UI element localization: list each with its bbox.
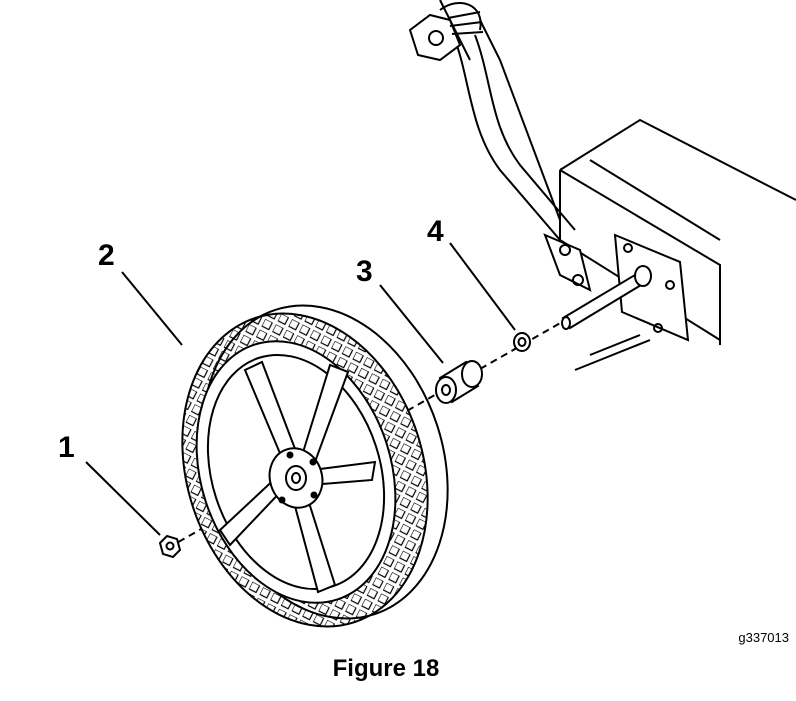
leader-line-3 — [379, 284, 444, 364]
callout-2: 2 — [98, 239, 115, 272]
mower-frame — [408, 0, 796, 371]
image-code: g337013 — [738, 630, 789, 645]
leader-line-4 — [449, 242, 516, 331]
leader-lines — [85, 242, 516, 536]
leader-line-2 — [121, 271, 183, 346]
figure-caption: Figure 18 — [333, 655, 440, 682]
axle-shaft — [561, 265, 652, 330]
spacer-part — [435, 360, 483, 404]
washer-part — [513, 332, 531, 352]
wheel-part — [181, 304, 449, 628]
callout-4: 4 — [427, 215, 444, 248]
nut-part — [158, 534, 182, 559]
callout-1: 1 — [58, 431, 75, 464]
callout-3: 3 — [356, 255, 373, 288]
leader-line-1 — [85, 461, 161, 536]
